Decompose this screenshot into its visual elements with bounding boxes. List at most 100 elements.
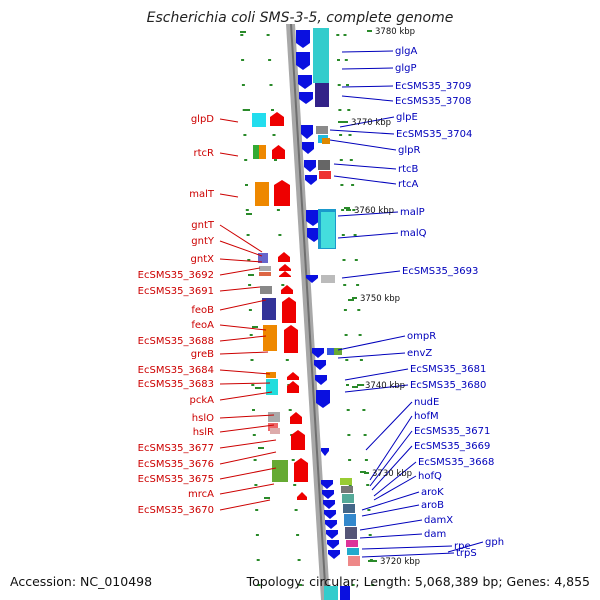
gene-labels: glpDrtcRmalTgntTgntYgntXEcSMS35_3692EcSM…	[138, 46, 504, 559]
label-line	[219, 324, 267, 331]
tick-dot	[354, 259, 358, 261]
gene-arrow-forward	[287, 381, 299, 393]
gene-box	[255, 182, 269, 206]
gene-label-right: damX	[424, 515, 453, 526]
gene-label-left: EcSMS35_3684	[138, 365, 214, 376]
tick-dot	[240, 34, 244, 36]
label-line	[219, 240, 263, 257]
gene-box	[315, 83, 329, 107]
kbp-label: 3780 kbp	[375, 27, 415, 37]
gene-box	[260, 286, 272, 294]
gene-label-left: EcSMS35_3676	[138, 459, 214, 470]
tick-dot	[255, 509, 259, 511]
gene-label-left: EcSMS35_3675	[138, 474, 214, 485]
gene-label-left: malT	[189, 189, 215, 200]
gene-arrow-reverse	[298, 75, 312, 89]
gene-arrow-forward	[281, 285, 293, 294]
gene-label-left: EcSMS35_3683	[138, 379, 214, 390]
tick-dot	[248, 284, 252, 286]
gene-label-right: nudE	[414, 397, 439, 408]
gene-arrow-forward	[294, 458, 308, 482]
gene-arrow-reverse	[296, 30, 310, 48]
gene-box	[342, 494, 354, 503]
gene-arrow-reverse	[321, 480, 333, 489]
label-line	[337, 211, 399, 217]
tick-dot	[348, 134, 352, 136]
label-line	[219, 224, 263, 253]
gene-label-left: mrcA	[188, 489, 214, 500]
gene-box	[266, 372, 276, 378]
label-line	[373, 461, 417, 497]
gene-label-right: malP	[400, 207, 425, 218]
map-title: Escherichia coli SMS-3-5, complete genom…	[147, 10, 454, 26]
gene-box	[322, 138, 330, 144]
gene-box	[321, 275, 335, 283]
tick-dot	[246, 234, 250, 236]
kbp-label: 3760 kbp	[354, 206, 394, 216]
label-line	[219, 451, 277, 465]
gene-label-right: glgP	[395, 63, 417, 74]
gene-label-right: hofQ	[418, 471, 442, 482]
gene-label-right: glpE	[396, 112, 418, 123]
label-line	[219, 258, 263, 263]
tick-dash	[368, 560, 374, 562]
gene-label-right: EcSMS35_3693	[402, 266, 478, 277]
label-line	[337, 352, 406, 359]
tick-dot	[339, 159, 343, 161]
tick-dot	[338, 109, 342, 111]
gene-box	[268, 423, 278, 431]
tick-dot	[340, 184, 344, 186]
label-line	[219, 118, 239, 123]
gene-label-left: EcSMS35_3670	[138, 505, 214, 516]
gene-box	[313, 28, 329, 83]
kbp-tick	[364, 472, 369, 474]
label-line	[219, 382, 271, 385]
tick-dot	[357, 309, 361, 311]
label-line	[369, 415, 413, 481]
kbp-label: 3730 kbp	[372, 469, 412, 479]
gene-arrow-reverse	[321, 448, 329, 456]
tick-dot	[268, 59, 272, 61]
gene-arrow-reverse	[325, 520, 337, 529]
gene-label-right: aroK	[421, 487, 444, 498]
gene-box	[270, 428, 280, 434]
gene-arrow-forward	[279, 264, 291, 271]
gene-arrow-reverse	[324, 510, 336, 519]
gene-box	[327, 348, 337, 355]
label-line	[369, 430, 413, 487]
gene-box	[263, 325, 277, 351]
gene-arrow-reverse	[296, 52, 310, 70]
gene-arrow-forward	[284, 325, 298, 353]
tick-dash	[344, 207, 350, 209]
tick-dot	[251, 384, 255, 386]
gene-arrow-reverse	[314, 360, 326, 370]
gene-label-left: gntY	[191, 236, 215, 247]
tick-dot	[347, 434, 351, 436]
tick-dot	[278, 234, 282, 236]
gene-label-left: EcSMS35_3691	[138, 286, 214, 297]
label-line	[341, 50, 394, 53]
label-line	[219, 439, 277, 449]
tick-dot	[344, 334, 348, 336]
tick-dot	[250, 359, 254, 361]
label-line	[361, 491, 420, 511]
tick-dot	[257, 584, 261, 586]
gene-box	[345, 527, 357, 539]
gene-label-right: trpS	[456, 548, 477, 559]
gene-arrow-reverse	[312, 348, 324, 358]
gene-label-left: EcSMS35_3677	[138, 443, 214, 454]
kbp-label: 3720 kbp	[380, 557, 420, 567]
label-line	[329, 129, 395, 135]
tick-dash	[240, 31, 246, 33]
gene-arrow-forward	[282, 297, 296, 323]
tick-dot	[346, 384, 349, 386]
gene-box	[316, 126, 328, 134]
gene-label-left: gntT	[191, 220, 215, 231]
gene-label-left: glpD	[191, 114, 214, 125]
tick-dot	[247, 259, 251, 261]
tick-dot	[345, 359, 349, 361]
gene-arrow-reverse	[307, 228, 321, 242]
gene-label-right: EcSMS35_3681	[410, 364, 486, 375]
tick-dot	[297, 559, 301, 561]
